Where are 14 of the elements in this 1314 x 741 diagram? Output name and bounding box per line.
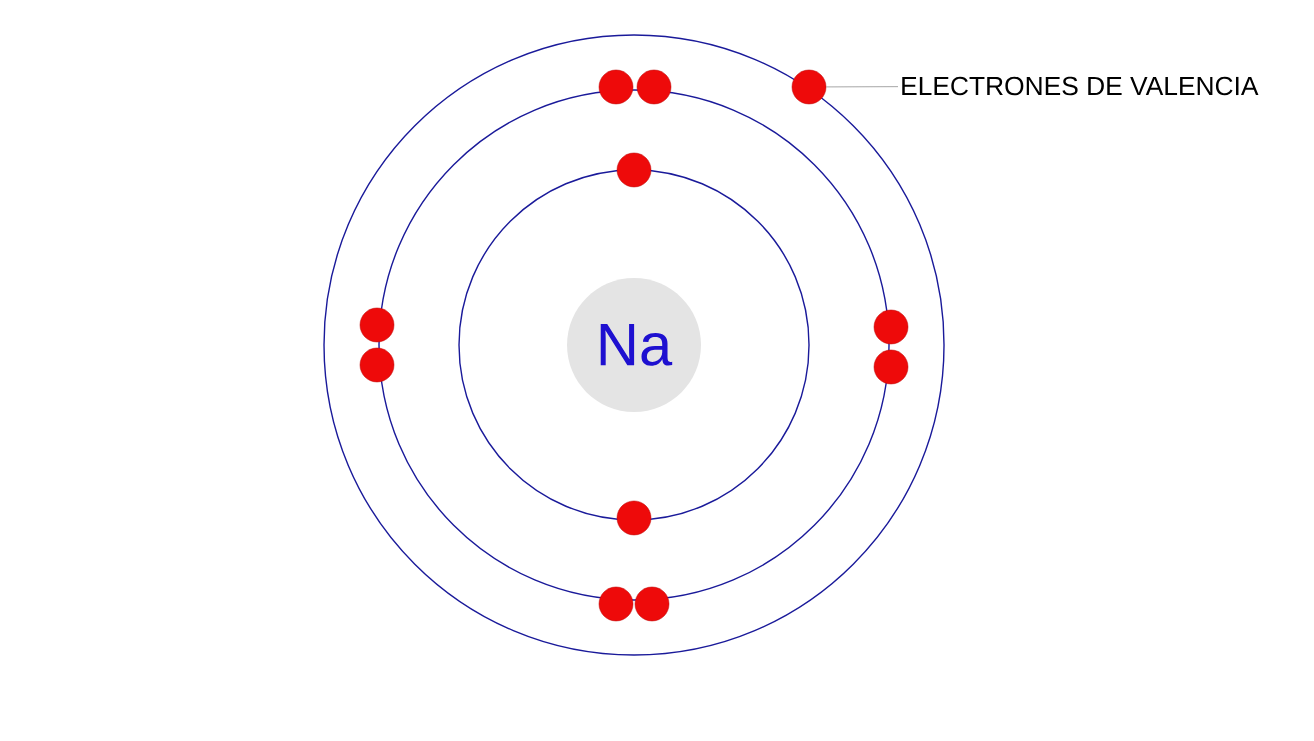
electron [791,69,827,105]
electron [636,69,672,105]
electron [873,349,909,385]
electron [598,69,634,105]
electron [873,309,909,345]
leader-line [825,86,899,88]
electron [359,347,395,383]
electron [634,586,670,622]
electron [616,500,652,536]
electron [616,152,652,188]
callout-label: ELECTRONES DE VALENCIA [902,76,1259,96]
electron [598,586,634,622]
electron [359,307,395,343]
nucleus: Na [567,278,701,412]
